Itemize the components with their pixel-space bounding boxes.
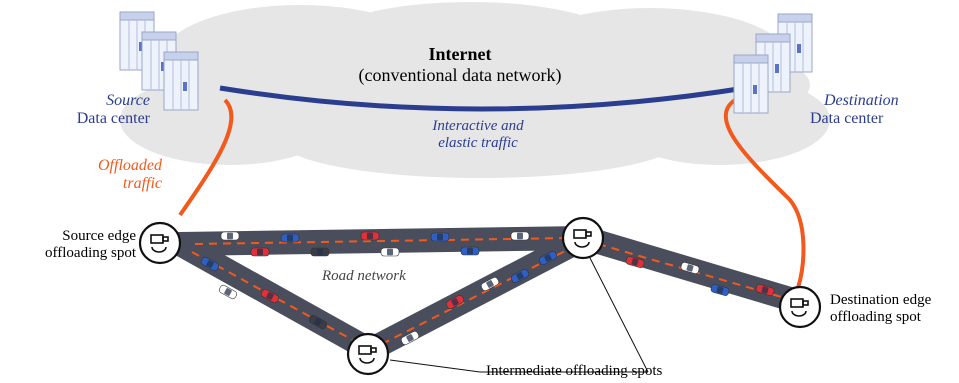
intermediate-offloading-spot-icon bbox=[561, 216, 605, 260]
intermediate-leader-lines bbox=[389, 257, 649, 373]
destination-offload-link bbox=[723, 98, 806, 289]
destination-edge-offloading-spot-icon bbox=[778, 285, 822, 329]
offloaded-line-1: Offloaded bbox=[98, 157, 162, 174]
destination-edge-label: Destination edge offloading spot bbox=[830, 292, 956, 327]
offloaded-line-2: traffic bbox=[122, 175, 162, 193]
road-network-interior bbox=[238, 258, 520, 330]
source-data-center-text: Data center bbox=[76, 110, 150, 128]
destination-edge-line-1: Destination edge bbox=[830, 292, 932, 308]
elastic-line-1: Interactive and bbox=[432, 118, 524, 134]
elastic-traffic-label: Interactive and elastic traffic bbox=[398, 118, 558, 153]
source-edge-label: Source edge offloading spot bbox=[0, 228, 136, 263]
elastic-line-2: elastic traffic bbox=[438, 135, 518, 152]
internet-cloud bbox=[120, 2, 830, 178]
internet-title: Internet bbox=[428, 44, 492, 64]
intermediate-offloading-spot-icon bbox=[346, 332, 390, 376]
destination-data-center-text: Data center bbox=[810, 110, 884, 128]
intermediate-offloading-spots-label: Intermediate offloading spots bbox=[486, 363, 663, 379]
destination-data-center-label: Destination Data center bbox=[810, 92, 950, 129]
source-offload-link bbox=[178, 98, 234, 217]
internet-label: Internet (conventional data network) bbox=[340, 44, 580, 85]
source-label: Source bbox=[106, 92, 150, 109]
internet-link bbox=[219, 85, 746, 112]
destination-label: Destination bbox=[824, 92, 899, 109]
source-edge-offloading-spot-icon bbox=[138, 221, 182, 265]
source-edge-line-1: Source edge bbox=[62, 228, 136, 244]
internet-subtitle: (conventional data network) bbox=[358, 64, 562, 85]
source-data-center-label: Source Data center bbox=[30, 92, 150, 129]
source-edge-line-2: offloading spot bbox=[45, 245, 136, 262]
offloaded-traffic-label: Offloaded traffic bbox=[62, 157, 162, 194]
destination-edge-line-2: offloading spot bbox=[830, 309, 921, 326]
road-lane-markings bbox=[191, 237, 786, 345]
road-network-label: Road network bbox=[322, 268, 406, 284]
